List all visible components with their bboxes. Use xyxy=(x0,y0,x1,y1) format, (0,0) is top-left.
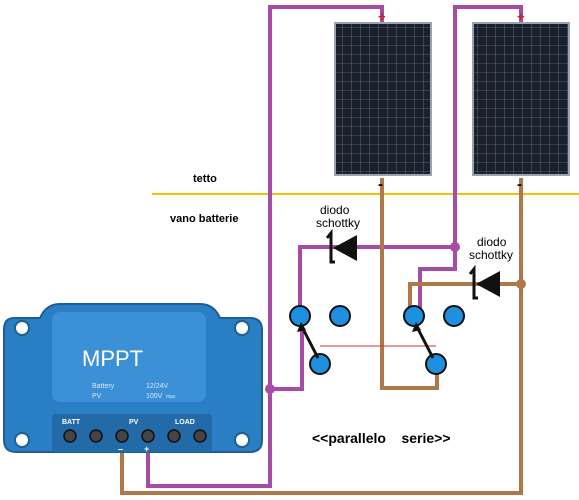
spec-battery-label: Battery xyxy=(92,383,115,390)
battery-room-label: vano batterie xyxy=(170,213,238,225)
mount-hole xyxy=(14,320,30,336)
panel-minus-right: - xyxy=(517,176,522,193)
diode-left-label-1: diodo xyxy=(320,203,350,217)
switch-right[interactable] xyxy=(403,305,465,375)
pv-plus-label: + xyxy=(144,444,149,454)
spec-battery-value: 12/24V xyxy=(146,383,169,390)
solar-panel-icon xyxy=(334,22,432,176)
terminal-screw xyxy=(141,429,155,443)
mount-hole xyxy=(234,432,250,448)
switch-lever xyxy=(414,324,435,359)
terminal-screws xyxy=(63,429,207,443)
pv-minus-label: – xyxy=(118,444,123,454)
switch-terminal-icon xyxy=(329,305,351,327)
junction-dot xyxy=(516,279,526,289)
mode-label: <<parallelo serie>> xyxy=(312,430,451,446)
roof-label: tetto xyxy=(193,173,217,185)
terminal-screw xyxy=(89,429,103,443)
mppt-title: MPPT xyxy=(82,346,143,371)
panel-minus-left: - xyxy=(378,176,383,193)
switch-terminal-icon xyxy=(309,353,331,375)
switch-lever xyxy=(299,324,320,359)
spec-pv-unit: max xyxy=(166,394,176,400)
port-pv-label: PV xyxy=(129,419,139,426)
diode-right-label-2: schottky xyxy=(469,248,513,262)
terminal-screw xyxy=(193,429,207,443)
mount-hole xyxy=(234,320,250,336)
port-load-label: LOAD xyxy=(175,419,195,426)
solar-panel-left: + - xyxy=(334,9,432,193)
diode-right-label-1: diodo xyxy=(477,235,507,249)
junction-dot xyxy=(450,242,460,252)
schottky-diode-icon xyxy=(333,235,357,261)
spec-pv-value: 100V xyxy=(146,393,163,400)
schottky-diode-right: diodo schottky xyxy=(468,235,513,300)
solar-panel-right: + - xyxy=(472,9,570,193)
panel-plus-left: + xyxy=(378,9,386,24)
switch-terminal-icon xyxy=(289,305,311,327)
switch-terminal-icon xyxy=(425,353,447,375)
diode-left-label-2: schottky xyxy=(316,216,360,230)
mppt-controller: MPPT Battery 12/24V PV 100V max BATT PV … xyxy=(3,303,263,454)
junction-dot xyxy=(265,384,275,394)
terminal-screw xyxy=(167,429,181,443)
schottky-diode-left: diodo schottky xyxy=(316,203,360,264)
switch-terminal-icon xyxy=(403,305,425,327)
port-batt-label: BATT xyxy=(62,419,81,426)
switch-left[interactable] xyxy=(289,305,351,375)
terminal-screw xyxy=(63,429,77,443)
mount-hole xyxy=(14,432,30,448)
positive-wires xyxy=(146,5,523,488)
terminal-screw xyxy=(115,429,129,443)
switch-terminal-icon xyxy=(443,305,465,327)
spec-pv-label: PV xyxy=(92,393,102,400)
panel-plus-right: + xyxy=(517,9,525,24)
solar-panel-icon xyxy=(472,22,570,176)
terminal-strip xyxy=(52,414,212,452)
schottky-diode-icon xyxy=(476,271,500,297)
